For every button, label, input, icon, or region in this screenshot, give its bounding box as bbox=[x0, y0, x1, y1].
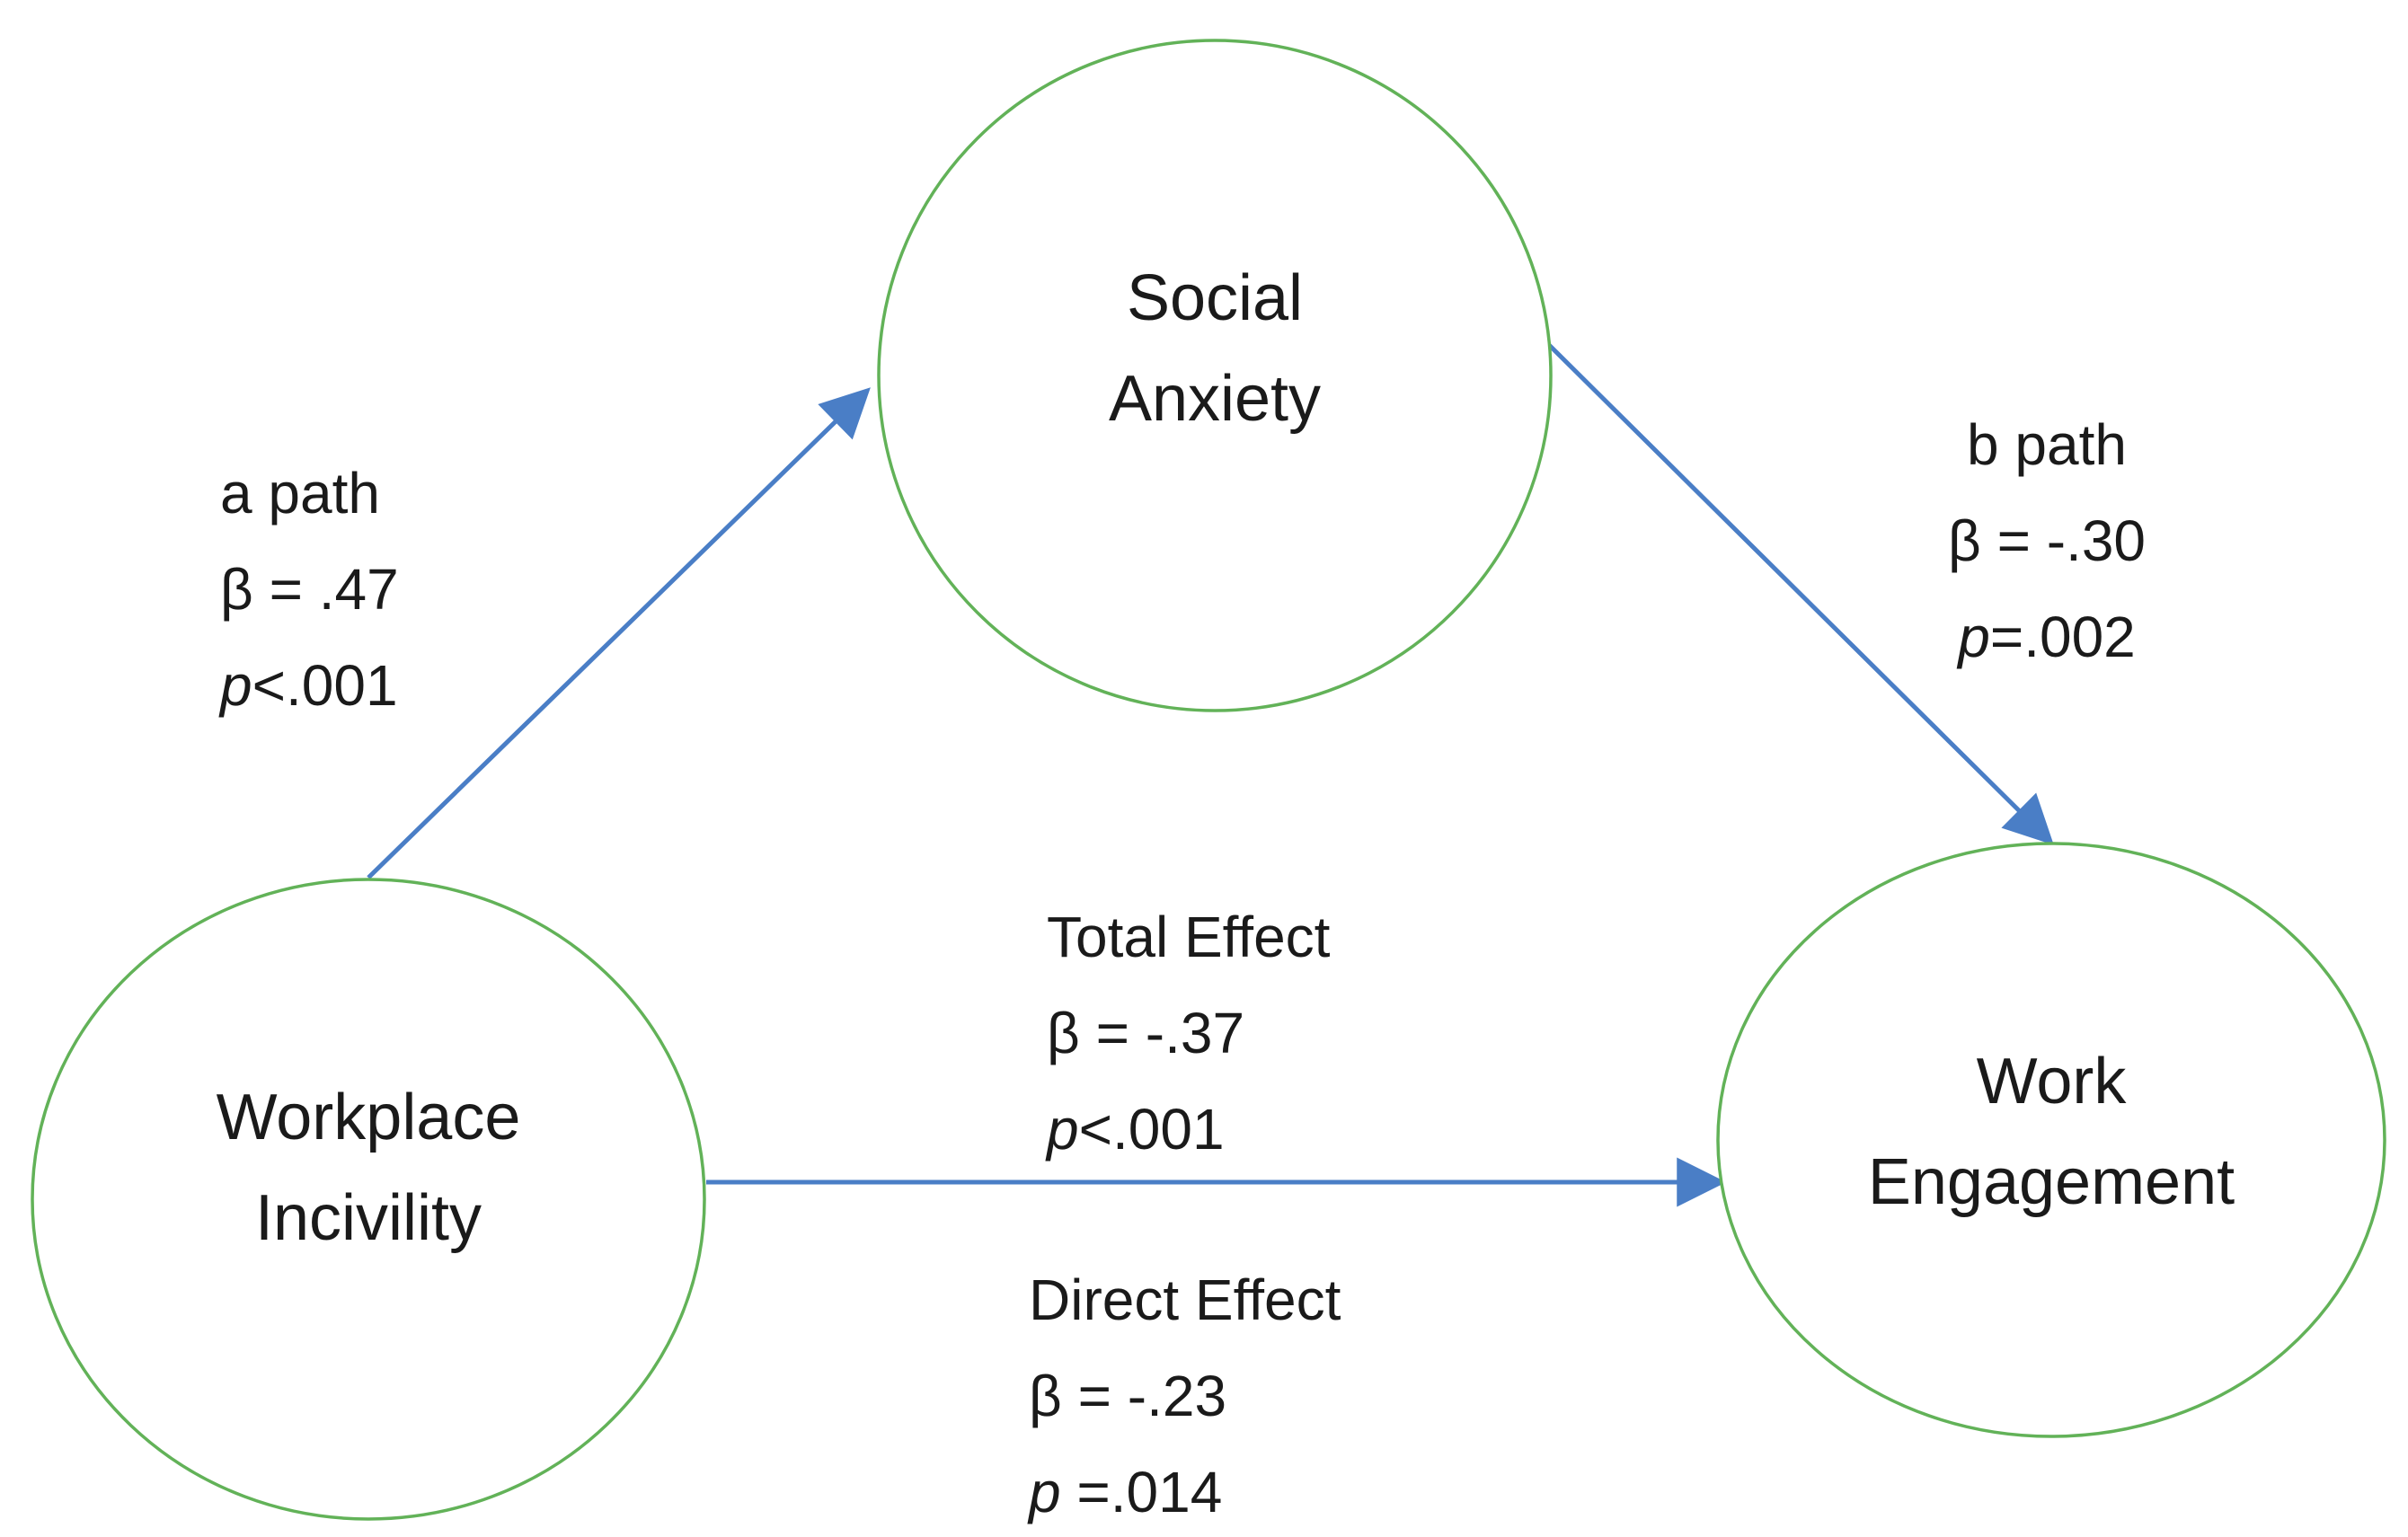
p-symbol: p bbox=[1958, 605, 1990, 669]
p-value-text: <.001 bbox=[252, 653, 398, 718]
arrow-b-path bbox=[1545, 341, 2054, 845]
path-label-direct-effect: Direct Effect β = -.23 p =.014 bbox=[1029, 1252, 1341, 1537]
p-symbol: p bbox=[220, 653, 252, 718]
node-label-line: Work bbox=[1976, 1046, 2127, 1117]
path-beta: β = .47 bbox=[220, 557, 399, 622]
p-symbol: p bbox=[1029, 1460, 1061, 1524]
p-value-text: =.014 bbox=[1060, 1460, 1223, 1524]
path-label-a: a path β = .47 p<.001 bbox=[220, 446, 399, 734]
arrow-a-path bbox=[367, 387, 871, 879]
path-pvalue: p =.014 bbox=[1029, 1444, 1341, 1537]
p-value-text: =.002 bbox=[1989, 605, 2136, 669]
path-title: b path bbox=[1967, 412, 2127, 477]
node-label-line: Social bbox=[1126, 262, 1304, 334]
path-title: Total Effect bbox=[1047, 905, 1331, 969]
path-beta: β = -.30 bbox=[1947, 508, 2147, 573]
node-circle-workplace-incivility bbox=[31, 878, 706, 1521]
node-label-line: Workplace bbox=[216, 1082, 521, 1153]
path-title: Direct Effect bbox=[1029, 1268, 1341, 1332]
p-symbol: p bbox=[1047, 1097, 1079, 1162]
node-circle-social-anxiety bbox=[877, 39, 1553, 712]
path-title: a path bbox=[220, 461, 380, 526]
node-label-work-engagement: Work Engagement bbox=[1868, 1031, 2235, 1232]
node-label-line: Engagement bbox=[1867, 1146, 2235, 1218]
node-label-social-anxiety: Social Anxiety bbox=[1109, 248, 1321, 449]
path-beta: β = -.37 bbox=[1047, 1001, 1245, 1065]
p-value-text: <.001 bbox=[1078, 1097, 1225, 1162]
path-label-b: b path β = -.30 p=.002 bbox=[1948, 397, 2146, 685]
path-beta: β = -.23 bbox=[1029, 1364, 1227, 1428]
node-label-line: Anxiety bbox=[1108, 363, 1322, 435]
path-label-total-effect: Total Effect β = -.37 p<.001 bbox=[1047, 889, 1330, 1178]
node-circle-work-engagement bbox=[1716, 842, 2386, 1438]
path-pvalue: p<.001 bbox=[1047, 1082, 1330, 1178]
node-label-line: Incivility bbox=[254, 1182, 482, 1254]
node-label-workplace-incivility: Workplace Incivility bbox=[217, 1067, 521, 1268]
path-pvalue: p<.001 bbox=[220, 638, 399, 734]
path-pvalue: p=.002 bbox=[1948, 589, 2146, 685]
